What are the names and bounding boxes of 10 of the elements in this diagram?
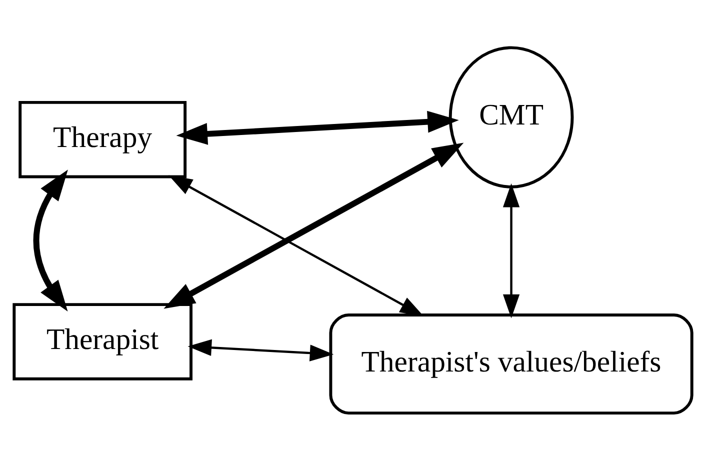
- node-box: Therapist: [12, 303, 192, 380]
- arrow: [164, 142, 464, 309]
- arrow: [502, 183, 520, 318]
- arrow: [176, 110, 459, 145]
- node-box: Therapist's values/beliefs: [329, 313, 694, 415]
- node-box: Therapy: [18, 100, 187, 178]
- arrow: [188, 339, 334, 362]
- node-ellipse: CMT: [448, 46, 574, 188]
- arrow: [168, 175, 424, 316]
- arrow: [33, 170, 68, 312]
